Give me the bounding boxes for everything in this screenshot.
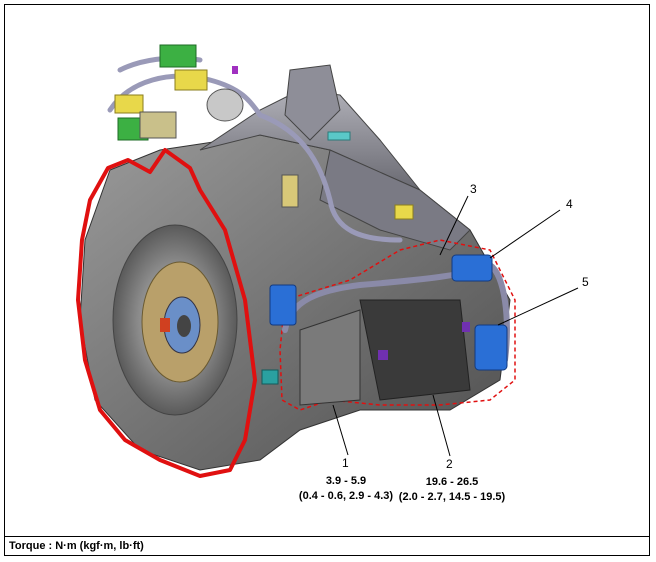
valve-body-outline xyxy=(279,239,516,411)
connector-cluster-top xyxy=(114,44,414,220)
clutch-face xyxy=(112,224,238,416)
valve-body xyxy=(299,299,471,406)
diagram-frame xyxy=(4,4,650,556)
callout-5-number: 5 xyxy=(582,275,589,289)
callout-1-number: 1 xyxy=(342,456,349,470)
transmission-illustration: 1 2 3 4 5 3.9 - 5.9 (0.4 - 0.6, 2.9 - 4.… xyxy=(76,44,589,503)
bell-housing-flange-outline xyxy=(76,148,257,478)
callout-4-number: 4 xyxy=(566,197,573,211)
callout-2-torque-alt: (2.0 - 2.7, 14.5 - 19.5) xyxy=(399,491,506,503)
valve-body-harness xyxy=(282,261,510,363)
callout-2-number: 2 xyxy=(446,457,453,471)
torque-units-note: Torque : N·m (kgf·m, lb·ft) xyxy=(9,540,144,552)
callout-3-number: 3 xyxy=(470,182,477,196)
blue-connectors xyxy=(261,254,508,385)
callout-2-torque-nm: 19.6 - 26.5 xyxy=(426,476,479,488)
leader-lines xyxy=(332,195,579,457)
footer-divider xyxy=(4,536,650,537)
callout-1-torque-nm: 3.9 - 5.9 xyxy=(326,475,366,487)
callout-1-torque-alt: (0.4 - 0.6, 2.9 - 4.3) xyxy=(299,490,393,502)
